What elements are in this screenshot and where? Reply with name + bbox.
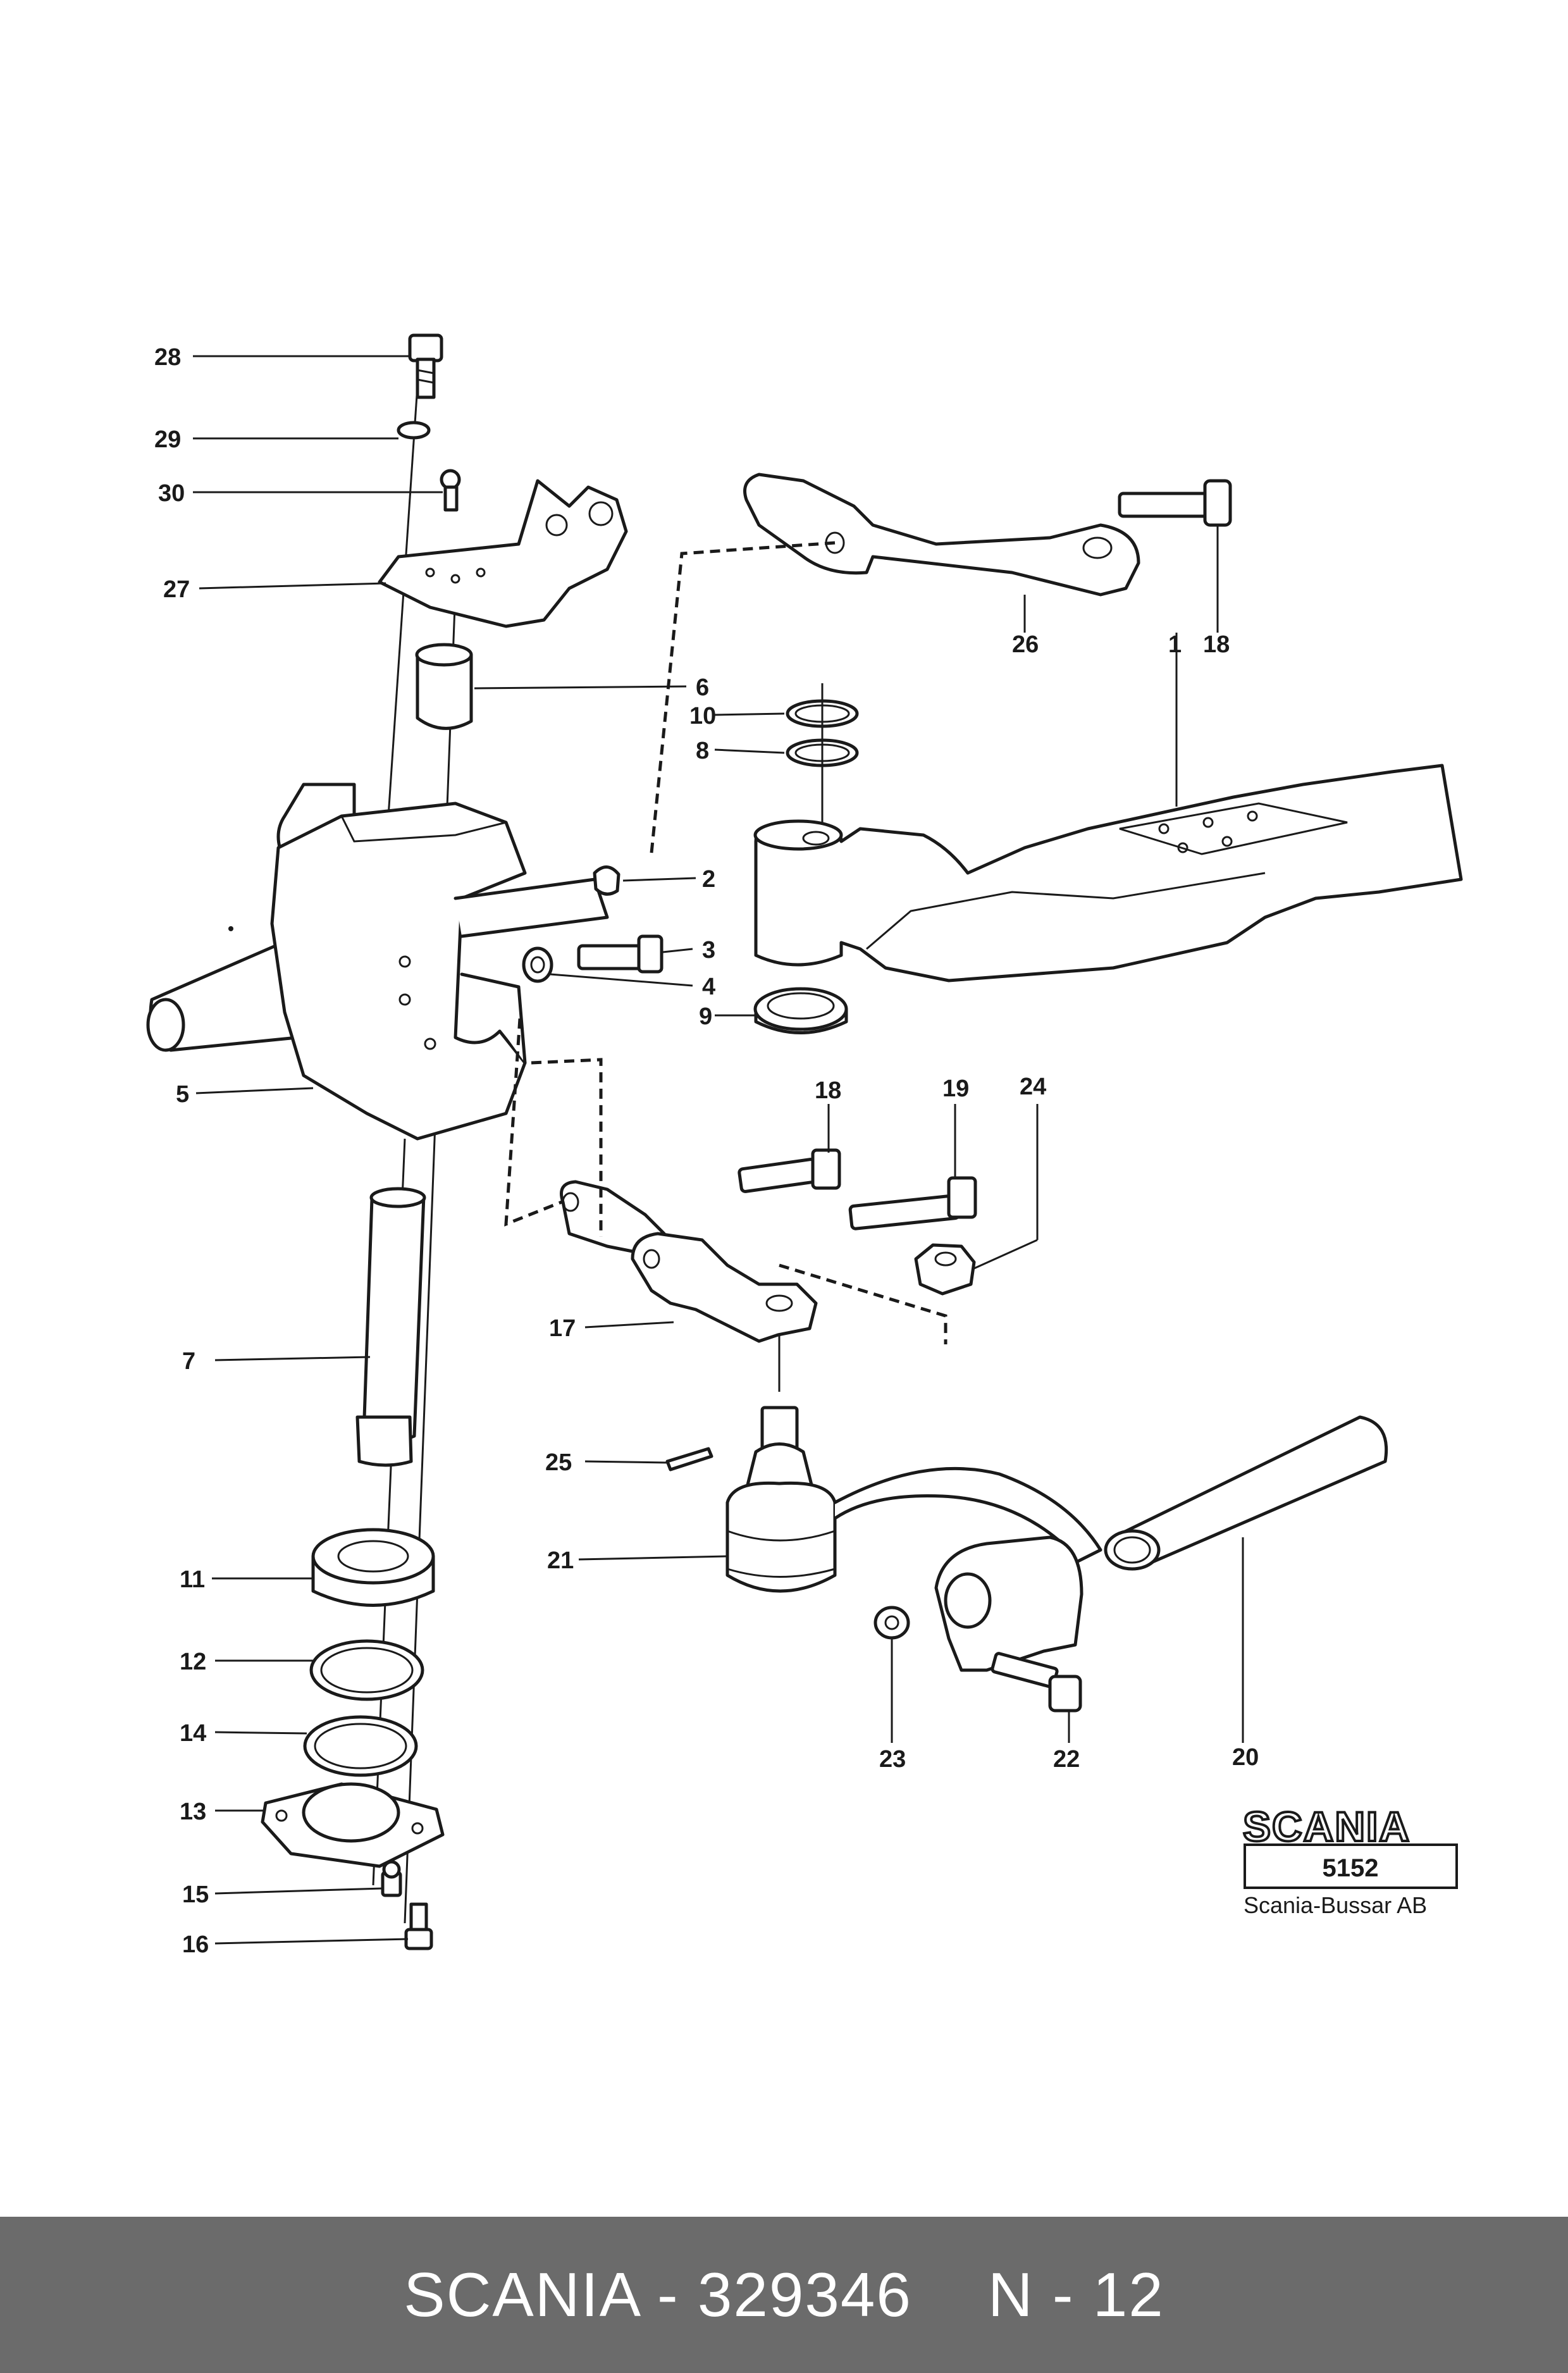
callout-27: 27 bbox=[163, 576, 190, 603]
footer-part-code: SCANIA - 329346 bbox=[404, 2260, 912, 2329]
part-26-steering-arm bbox=[743, 473, 1140, 597]
callout-1: 1 bbox=[1168, 631, 1182, 658]
callout-10: 10 bbox=[689, 703, 716, 729]
callout-22: 22 bbox=[1053, 1746, 1080, 1773]
drawing-number-box bbox=[1244, 1843, 1458, 1889]
callout-5: 5 bbox=[176, 1081, 189, 1108]
part-20-tube bbox=[1104, 1415, 1388, 1571]
part-2-plug bbox=[593, 865, 620, 896]
callout-15: 15 bbox=[182, 1881, 209, 1908]
callout-7: 7 bbox=[182, 1348, 195, 1375]
callout-21: 21 bbox=[547, 1547, 574, 1574]
callout-9: 9 bbox=[699, 1003, 712, 1030]
drawing-number: 5152 bbox=[1323, 1854, 1379, 1882]
callout-24: 24 bbox=[1020, 1074, 1046, 1100]
company-name: Scania-Bussar AB bbox=[1244, 1892, 1427, 1918]
callout-19: 19 bbox=[942, 1075, 969, 1102]
part-13-cover bbox=[261, 1782, 445, 1868]
part-7-king-pin bbox=[355, 1187, 426, 1467]
part-22-bolt bbox=[991, 1652, 1082, 1713]
scania-logo-block: SCANIA 5152 Scania-Bussar AB bbox=[1242, 1802, 1458, 1918]
part-30-grease-nipple bbox=[440, 469, 461, 512]
part-21-tie-rod-end bbox=[725, 1406, 1102, 1672]
callout-4: 4 bbox=[702, 974, 715, 1000]
callout-12: 12 bbox=[180, 1649, 206, 1675]
part-17-steering-arm bbox=[560, 1180, 818, 1343]
part-18-bolt-upper bbox=[1118, 479, 1232, 527]
part-6-bushing bbox=[415, 643, 473, 730]
part-1-axle-beam bbox=[753, 764, 1463, 982]
callout-13: 13 bbox=[180, 1799, 206, 1825]
callout-20: 20 bbox=[1232, 1744, 1259, 1771]
part-18-bolt-lower bbox=[738, 1148, 841, 1193]
part-19-bolt bbox=[848, 1176, 977, 1230]
part-15-grease-nipple bbox=[381, 1860, 402, 1897]
callout-14: 14 bbox=[180, 1720, 206, 1747]
part-29-washer bbox=[397, 421, 431, 440]
footer-bar: SCANIA - 329346 N - 12 bbox=[0, 2217, 1568, 2373]
part-4-nut bbox=[522, 946, 553, 983]
part-16-screw bbox=[404, 1902, 433, 1950]
part-9-seal bbox=[753, 987, 848, 1034]
part-28-bolt bbox=[408, 333, 443, 399]
callout-18-upper: 18 bbox=[1203, 631, 1230, 658]
callout-30: 30 bbox=[158, 480, 185, 507]
callout-16: 16 bbox=[182, 1931, 209, 1958]
scania-wordmark: SCANIA bbox=[1243, 1803, 1411, 1850]
illustration bbox=[146, 333, 1463, 1950]
part-callouts: 28 29 30 27 6 10 8 2 3 4 9 5 18 19 24 17… bbox=[154, 344, 1259, 1958]
part-25-cotter-pin bbox=[665, 1447, 713, 1472]
callout-25: 25 bbox=[545, 1449, 572, 1476]
callout-28: 28 bbox=[154, 344, 181, 371]
callout-26: 26 bbox=[1012, 631, 1039, 658]
callout-2: 2 bbox=[702, 866, 715, 893]
part-23-nut bbox=[874, 1606, 910, 1640]
callout-18-lower: 18 bbox=[815, 1077, 841, 1104]
part-5-steering-knuckle bbox=[146, 783, 609, 1141]
callout-11: 11 bbox=[180, 1566, 205, 1593]
part-12-shim bbox=[309, 1639, 424, 1701]
part-14-shim bbox=[303, 1715, 418, 1777]
part-27-bracket bbox=[378, 479, 628, 628]
callout-8: 8 bbox=[696, 738, 709, 764]
part-24-nut bbox=[914, 1243, 976, 1296]
part-3-bolt bbox=[577, 934, 664, 974]
callout-29: 29 bbox=[154, 426, 181, 453]
callout-3: 3 bbox=[702, 937, 715, 963]
callout-17: 17 bbox=[549, 1315, 576, 1342]
part-11-bearing bbox=[311, 1528, 435, 1607]
callout-23: 23 bbox=[879, 1746, 906, 1773]
callout-6: 6 bbox=[696, 674, 709, 701]
footer-page-ref: N - 12 bbox=[987, 2260, 1164, 2329]
